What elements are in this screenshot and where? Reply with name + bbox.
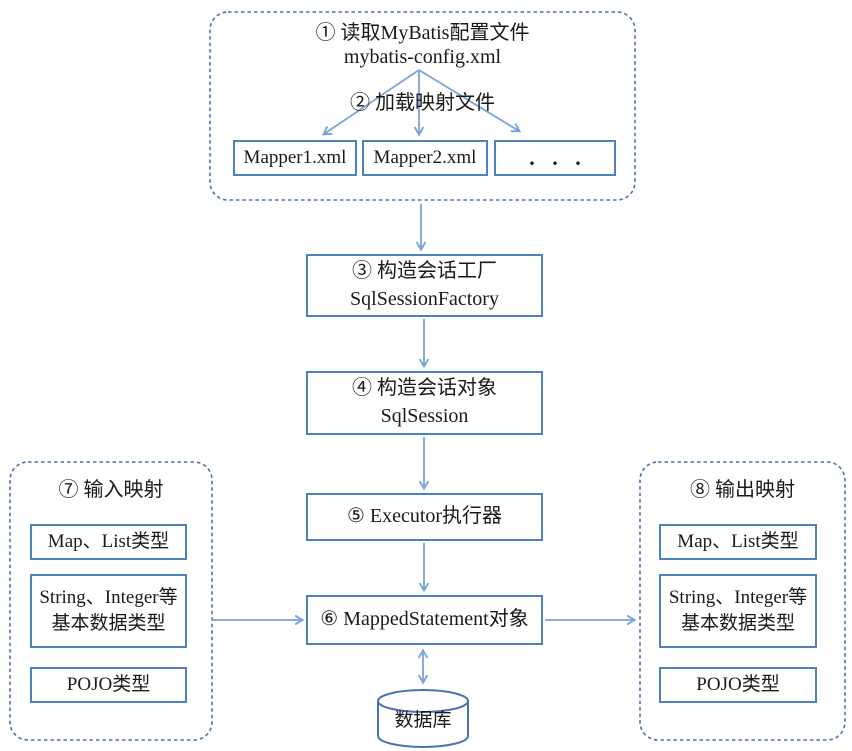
- mapper-more-box: . . .: [494, 140, 616, 176]
- step1-label: ① 读取MyBatis配置文件: [315, 22, 530, 44]
- mapper2-label: Mapper2.xml: [373, 147, 477, 169]
- input-panel-border: [9, 461, 213, 741]
- input-basic-types-line1: String、Integer等: [39, 587, 178, 609]
- input-map-list-box: Map、List类型: [30, 524, 187, 560]
- database-cylinder-top: [377, 689, 469, 713]
- database-cylinder: [377, 689, 469, 748]
- output-pojo-label: POJO类型: [696, 674, 780, 696]
- output-basic-types-line2: 基本数据类型: [680, 613, 795, 634]
- mapper2-box: Mapper2.xml: [362, 140, 488, 176]
- output-basic-types-box: String、Integer等 基本数据类型: [659, 574, 817, 648]
- output-panel-title: ⑧ 输出映射: [690, 479, 795, 501]
- arrow-config-to-mapper1: [321, 69, 420, 136]
- step5-title: ⑤ Executor执行器: [346, 505, 503, 528]
- database-cylinder-body: [377, 701, 469, 748]
- step3-subtitle: SqlSessionFactory: [350, 287, 499, 310]
- session-factory-box: ③ 构造会话工厂 SqlSessionFactory: [306, 254, 543, 317]
- database-label: 数据库: [394, 710, 452, 731]
- config-file-label: mybatis-config.xml: [343, 46, 502, 68]
- mapper1-box: Mapper1.xml: [233, 140, 357, 176]
- output-map-list-box: Map、List类型: [659, 524, 817, 560]
- step3-title: ③ 构造会话工厂: [352, 259, 497, 282]
- input-panel-title: ⑦ 输入映射: [58, 479, 164, 501]
- output-basic-types-line1: String、Integer等: [668, 587, 808, 609]
- arrow-config-to-mapper-more: [418, 69, 522, 133]
- step2-label: ② 加载映射文件: [350, 92, 495, 114]
- sql-session-box: ④ 构造会话对象 SqlSession: [306, 371, 543, 435]
- executor-box: ⑤ Executor执行器: [306, 493, 543, 541]
- step6-title: ⑥ MappedStatement对象: [320, 608, 529, 631]
- input-map-list-label: Map、List类型: [47, 531, 170, 553]
- mapper-more-label: . . .: [529, 145, 587, 170]
- mapper1-label: Mapper1.xml: [243, 147, 347, 169]
- output-panel-border: [639, 461, 846, 741]
- mapped-statement-box: ⑥ MappedStatement对象: [306, 595, 543, 645]
- input-basic-types-line2: 基本数据类型: [51, 613, 166, 634]
- step4-title: ④ 构造会话对象: [352, 377, 497, 400]
- input-pojo-box: POJO类型: [30, 667, 187, 703]
- step4-subtitle: SqlSession: [380, 405, 469, 427]
- output-map-list-label: Map、List类型: [677, 531, 799, 553]
- input-basic-types-box: String、Integer等 基本数据类型: [30, 574, 187, 648]
- input-pojo-label: POJO类型: [66, 674, 151, 696]
- output-pojo-box: POJO类型: [659, 667, 817, 703]
